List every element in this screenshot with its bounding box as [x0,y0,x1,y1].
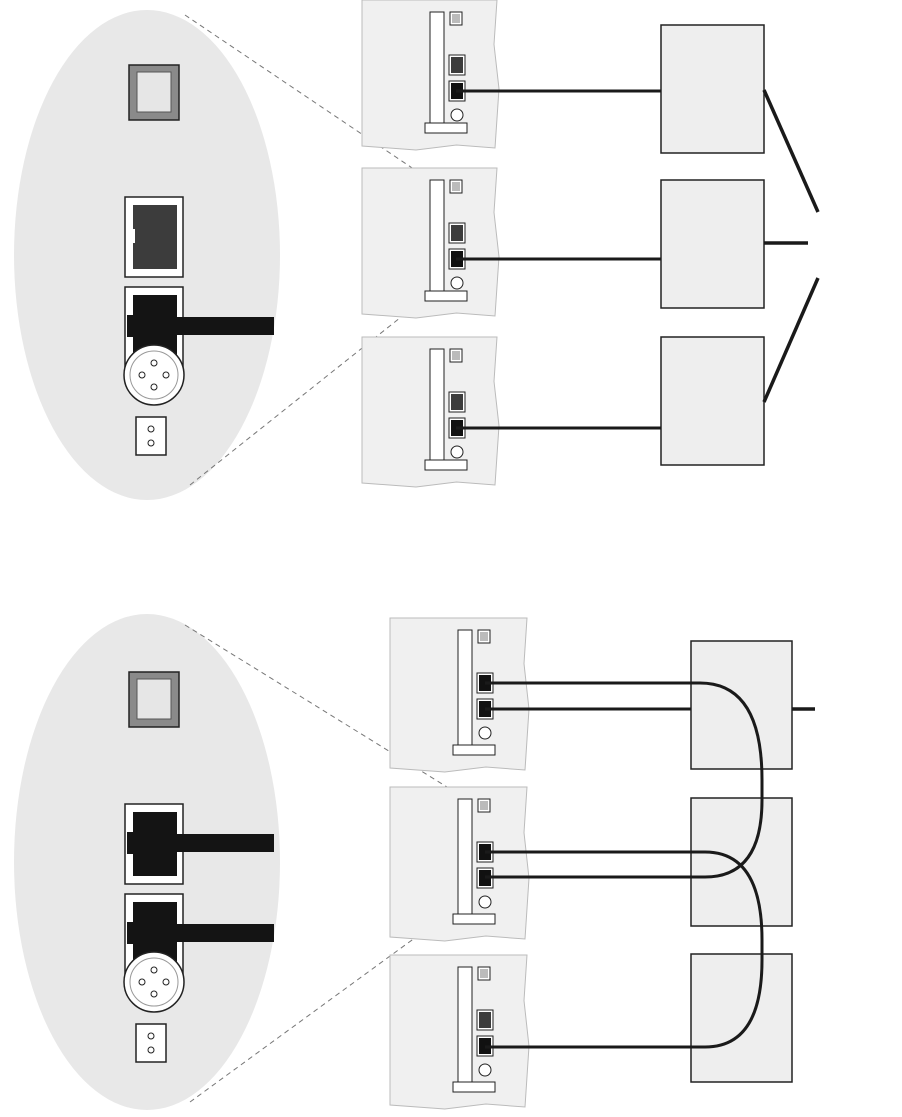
detail-cable-tab [127,922,137,944]
top-device-2 [362,168,499,318]
device-card [458,630,472,752]
device-switch-rocker [480,969,488,978]
bottom-configuration [14,614,815,1110]
round-connector-pin [163,372,169,378]
device-switch-rocker [452,351,460,360]
device-switch-rocker [480,801,488,810]
bottom-device-3 [390,955,529,1109]
device-base-bar [425,460,467,470]
top-detail-view [14,10,280,500]
device-base-bar [453,1082,495,1092]
top-box-1 [661,25,764,153]
device-port-empty [451,225,463,241]
top-box-3 [661,337,764,465]
bottom-box-1 [691,641,792,769]
top-device-3 [362,337,499,487]
round-connector-pin [151,360,157,366]
device-card [430,349,444,467]
detail-cable [169,834,274,852]
detail-cable [169,924,274,942]
bottom-box-2 [691,798,792,926]
bottom-device-1 [390,618,529,772]
device-card [430,180,444,298]
top-box-2 [661,180,764,308]
round-connector-pin [151,384,157,390]
device-card [458,799,472,921]
device-base-bar [453,914,495,924]
device-round-connector [451,277,463,289]
top-hub-line-3 [764,278,818,402]
device-card [458,967,472,1089]
device-switch-rocker [452,182,460,191]
terminal-block [136,1024,166,1062]
bottom-device-2 [390,787,529,941]
detail-cable-tab [127,832,137,854]
top-device-1 [362,0,499,150]
round-connector-pin [139,979,145,985]
detail-cable-tab [127,315,137,337]
round-connector [124,952,184,1012]
round-connector-pin [151,991,157,997]
device-base-bar [425,291,467,301]
bottom-box-3 [691,954,792,1082]
power-switch-rocker [137,679,171,719]
device-port-empty [451,57,463,73]
bottom-detail-view [14,614,280,1110]
terminal-block [136,417,166,455]
power-switch-rocker [137,72,171,112]
terminal-pin [148,1033,154,1039]
terminal-pin [148,426,154,432]
round-connector-pin [163,979,169,985]
round-connector-pin [139,372,145,378]
device-switch-rocker [480,632,488,641]
device-base-bar [453,745,495,755]
device-port-empty [479,1012,491,1028]
terminal-pin [148,1047,154,1053]
detail-port-empty [133,205,177,269]
detail-cable [169,317,274,335]
device-round-connector [479,896,491,908]
device-round-connector [451,109,463,121]
device-port-empty [451,394,463,410]
device-round-connector [479,1064,491,1076]
device-switch-rocker [452,14,460,23]
top-hub-line-1 [764,90,818,212]
detail-port-notch [127,229,135,243]
device-card [430,12,444,130]
top-configuration [14,0,818,500]
round-connector [124,345,184,405]
device-base-bar [425,123,467,133]
device-round-connector [479,727,491,739]
device-round-connector [451,446,463,458]
round-connector-pin [151,967,157,973]
terminal-pin [148,440,154,446]
